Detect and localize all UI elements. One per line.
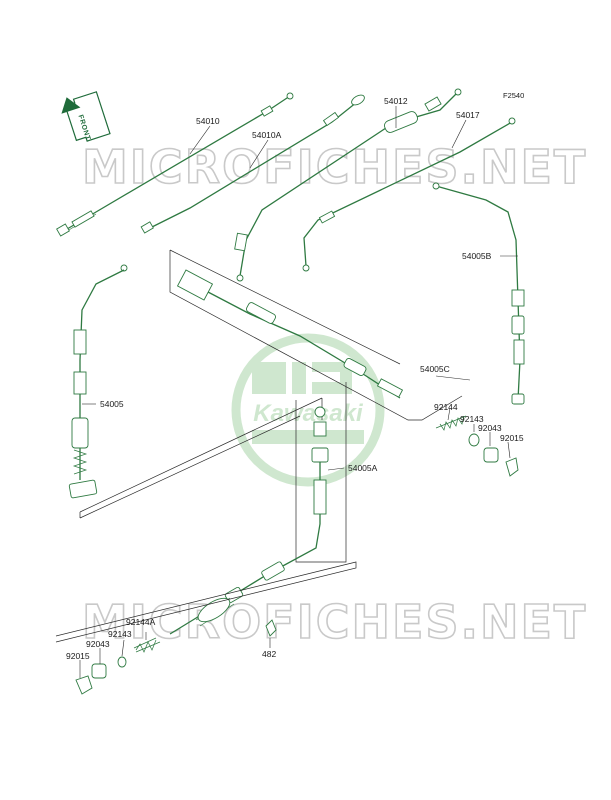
label-482: 482 — [262, 649, 276, 659]
watermark-text-bottom: MICROFICHES.NET — [82, 595, 587, 649]
cable-54010A — [140, 94, 365, 234]
label-54017: 54017 — [456, 110, 480, 120]
cable-54005A — [55, 382, 357, 643]
label-54005A: 54005A — [348, 463, 378, 473]
kawasaki-watermark-logo: Kawasaki — [231, 333, 385, 487]
front-label: FRONT — [76, 114, 91, 142]
label-92143: 92143 — [460, 414, 484, 424]
cable-54005C — [169, 249, 463, 421]
label-54012: 54012 — [384, 96, 408, 106]
label-54010A: 54010A — [252, 130, 282, 140]
leader-lines — [79, 106, 518, 678]
label-54010: 54010 — [196, 116, 220, 126]
label-92015-bottom: 92015 — [66, 651, 90, 661]
cable-54005B — [432, 182, 525, 405]
parts-group-left — [75, 619, 277, 695]
part-labels: 54010 54010A 54012 54017 54005B 54005C 5… — [66, 96, 524, 661]
diagram-code: F2540 — [503, 91, 524, 100]
label-54005B: 54005B — [462, 251, 492, 261]
parts-group-right — [435, 415, 519, 477]
watermark-text-top: MICROFICHES.NET — [82, 140, 587, 194]
cable-54005 — [68, 264, 128, 499]
label-54005C: 54005C — [420, 364, 450, 374]
label-92144A: 92144A — [126, 617, 156, 627]
label-54005: 54005 — [100, 399, 124, 409]
label-92143-bottom: 92143 — [108, 629, 132, 639]
cable-54012 — [234, 88, 462, 282]
label-92043: 92043 — [478, 423, 502, 433]
label-92015: 92015 — [500, 433, 524, 443]
label-92043-bottom: 92043 — [86, 639, 110, 649]
cable-54017 — [302, 117, 516, 272]
label-92144: 92144 — [434, 402, 458, 412]
spring-92144 — [435, 415, 467, 431]
cable-54010 — [56, 92, 294, 237]
front-arrow-icon: FRONT — [61, 91, 111, 142]
